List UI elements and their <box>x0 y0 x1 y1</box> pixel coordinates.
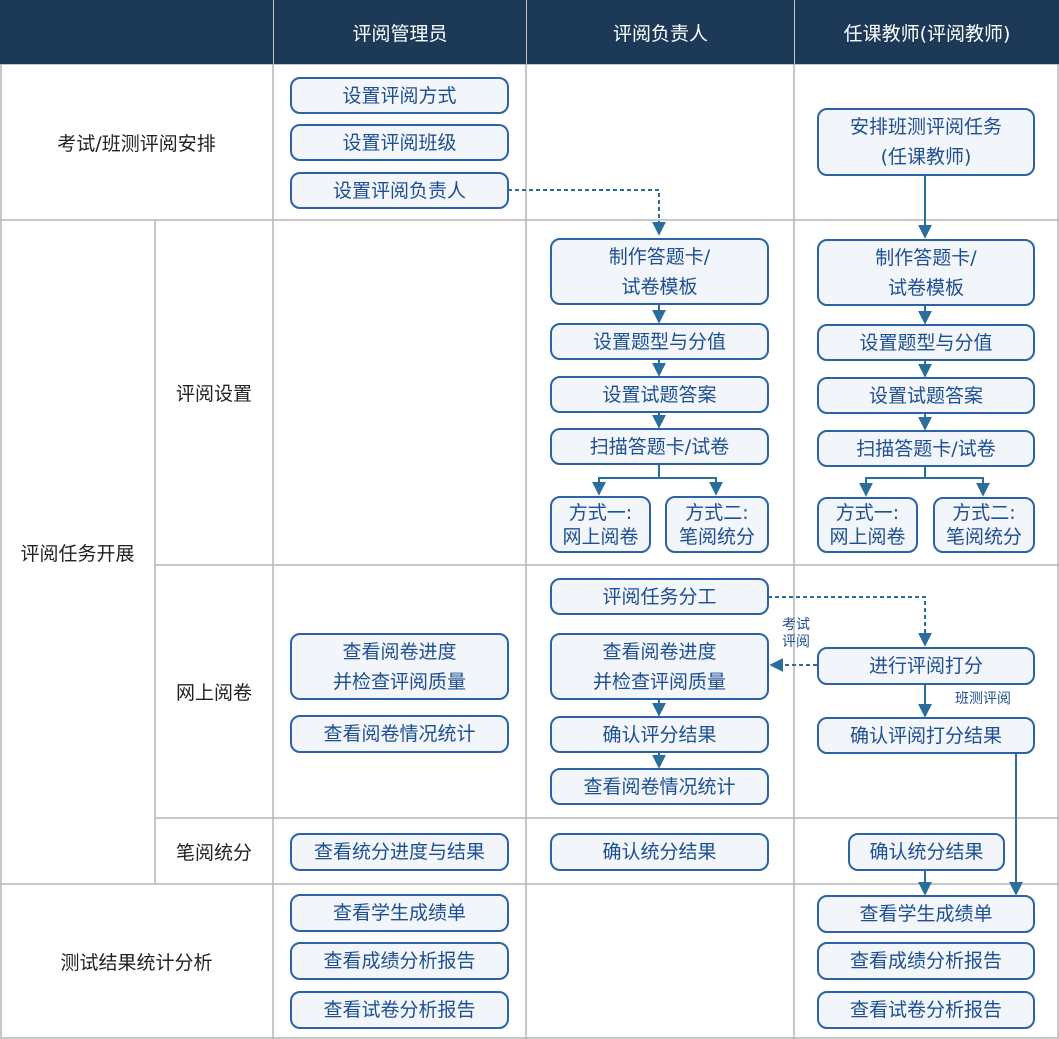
owner-scan-box[interactable]: 扫描答题卡/试卷 <box>550 428 769 465</box>
row-label-paper: 笔阅统分 <box>175 841 252 864</box>
teacher-confirm-tally-box[interactable]: 确认统分结果 <box>848 833 1005 871</box>
owner-mode1-box[interactable]: 方式一: 网上阅卷 <box>550 496 651 553</box>
teacher-set-types-box[interactable]: 设置题型与分值 <box>817 324 1035 361</box>
owner-assign-box[interactable]: 评阅任务分工 <box>550 578 769 615</box>
teacher-arrange-task-box[interactable]: 安排班测评阅任务 (任课教师) <box>817 108 1035 176</box>
header-owner: 评阅负责人 <box>527 0 794 64</box>
owner-mode2-box[interactable]: 方式二: 笔阅统分 <box>665 496 769 553</box>
row-label-arrange: 考试/班测评阅安排 <box>57 132 216 155</box>
arrow-t4b <box>924 466 990 497</box>
teacher-make-card-box[interactable]: 制作答题卡/ 试卷模板 <box>817 239 1035 306</box>
admin-set-class-box[interactable]: 设置评阅班级 <box>290 124 509 161</box>
owner-make-card-box[interactable]: 制作答题卡/ 试卷模板 <box>550 238 769 305</box>
admin-score-progress-box[interactable]: 查看统分进度与结果 <box>290 833 509 871</box>
teacher-mode1-box[interactable]: 方式一: 网上阅卷 <box>817 497 918 553</box>
header-teacher: 任课教师(评阅教师) <box>795 0 1059 64</box>
arrow-task-assign-dashed <box>768 596 932 647</box>
row-label-setup: 评阅设置 <box>175 383 252 405</box>
note-exam-review: 考试 评阅 <box>782 617 810 650</box>
teacher-score-report-box[interactable]: 查看成绩分析报告 <box>817 942 1035 980</box>
note-class-review: 班测评阅 <box>955 691 1011 707</box>
admin-view-stats-box[interactable]: 查看阅卷情况统计 <box>290 715 509 753</box>
row-label-result: 测试结果统计分析 <box>60 952 213 974</box>
owner-view-stats-box[interactable]: 查看阅卷情况统计 <box>550 768 769 805</box>
admin-set-method-box[interactable]: 设置评阅方式 <box>290 77 509 114</box>
teacher-mode2-box[interactable]: 方式二: 笔阅统分 <box>933 497 1035 553</box>
owner-set-types-box[interactable]: 设置题型与分值 <box>550 323 769 360</box>
teacher-set-answers-box[interactable]: 设置试题答案 <box>817 377 1035 414</box>
teacher-confirm-grade-box[interactable]: 确认评阅打分结果 <box>817 717 1035 754</box>
teacher-student-scores-box[interactable]: 查看学生成绩单 <box>817 895 1035 933</box>
row-label-online: 网上阅卷 <box>175 682 252 704</box>
admin-score-report-box[interactable]: 查看成绩分析报告 <box>290 942 509 980</box>
owner-set-answers-box[interactable]: 设置试题答案 <box>550 376 769 413</box>
admin-check-progress-box[interactable]: 查看阅卷进度 并检查评阅质量 <box>290 633 509 700</box>
owner-confirm-tally-box[interactable]: 确认统分结果 <box>550 833 769 871</box>
admin-paper-report-box[interactable]: 查看试卷分析报告 <box>290 991 509 1029</box>
teacher-grade-box[interactable]: 进行评阅打分 <box>817 647 1035 685</box>
admin-set-owner-box[interactable]: 设置评阅负责人 <box>290 172 509 209</box>
arrow-o4a <box>592 464 660 496</box>
owner-confirm-scores-box[interactable]: 确认评分结果 <box>550 716 769 753</box>
arrow-t4a <box>859 466 926 497</box>
arrow-owner-assign-dashed <box>508 189 666 236</box>
teacher-paper-report-box[interactable]: 查看试卷分析报告 <box>817 991 1035 1029</box>
row-label-task: 评阅任务开展 <box>20 542 135 565</box>
arrow-o4b <box>658 464 723 496</box>
header-blank <box>0 0 273 64</box>
teacher-scan-box[interactable]: 扫描答题卡/试卷 <box>817 430 1035 467</box>
owner-check-progress-box[interactable]: 查看阅卷进度 并检查评阅质量 <box>550 633 769 700</box>
header-admin: 评阅管理员 <box>274 0 526 64</box>
admin-student-scores-box[interactable]: 查看学生成绩单 <box>290 894 509 932</box>
